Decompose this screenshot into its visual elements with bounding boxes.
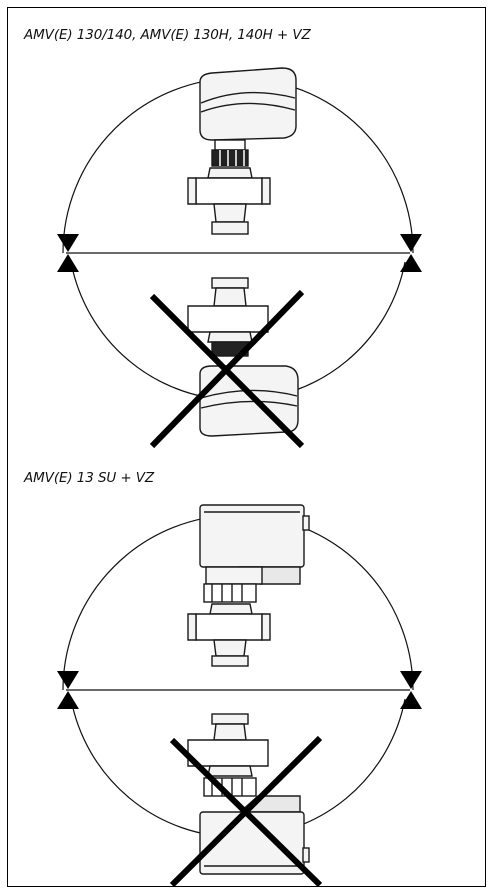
three-way-valve: [187, 167, 271, 235]
inverted-three-way-valve: [187, 713, 269, 777]
valve-triangle-icon: [400, 671, 422, 709]
panel-1-title: AMV(E) 130/140, AMV(E) 130H, 140H + VZ: [24, 27, 311, 43]
actuator-rounded: [199, 67, 297, 167]
panel-2: [57, 504, 422, 888]
panel-2-title: AMV(E) 13 SU + VZ: [24, 470, 155, 486]
actuator-boxy: [199, 504, 310, 603]
panel-1: [57, 67, 422, 449]
inverted-three-way-valve: [187, 277, 269, 357]
crossed-out-icon: [169, 735, 323, 888]
valve-triangle-icon: [400, 234, 422, 272]
three-way-valve: [187, 603, 271, 667]
crossed-out-icon: [149, 289, 305, 449]
valve-triangle-icon: [57, 671, 79, 709]
valve-triangle-icon: [57, 234, 79, 272]
